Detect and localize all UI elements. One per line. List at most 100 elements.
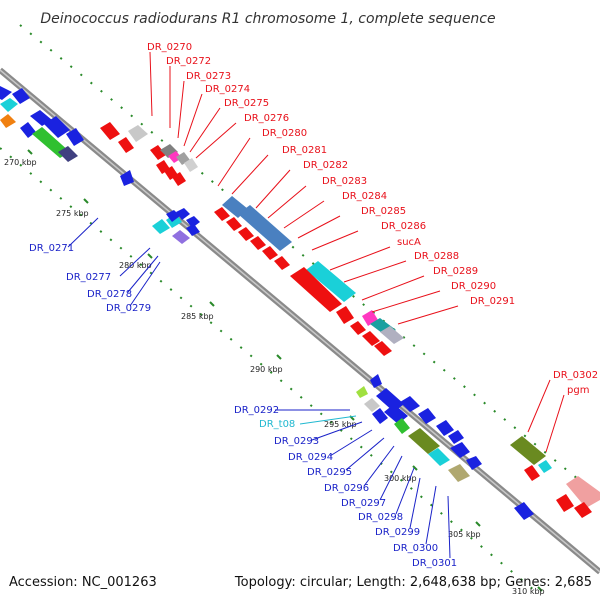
gene-label-dr-0275[interactable]: DR_0275 [224,98,269,109]
gene-label-dr-0292[interactable]: DR_0292 [234,405,279,416]
gene-feature[interactable] [418,408,436,424]
gene-feature[interactable] [58,146,78,162]
gene-feature[interactable] [350,321,366,335]
gene-feature[interactable] [566,476,600,508]
gene-label-dr-0293[interactable]: DR_0293 [274,436,319,447]
gene-feature[interactable] [376,388,404,412]
gene-feature[interactable] [0,86,12,100]
gene-feature[interactable] [186,216,200,228]
gene-feature[interactable] [408,428,440,454]
gene-feature[interactable] [262,246,278,260]
gene-label-dr-0283[interactable]: DR_0283 [322,176,367,187]
gene-dr-0270-feature[interactable] [100,122,120,140]
gene-feature[interactable] [128,125,148,142]
gene-feature[interactable] [574,502,592,518]
gene-feature[interactable] [0,114,16,128]
gene-feature[interactable] [150,145,166,160]
gene-feature[interactable] [238,227,254,241]
gene-feature[interactable] [66,128,84,146]
gene-feature[interactable] [32,127,70,158]
tick-mark [147,253,153,259]
gene-label-dr-0286[interactable]: DR_0286 [381,221,426,232]
gene-feature[interactable] [226,217,242,231]
gene-feature[interactable] [172,230,190,244]
gene-label-dr-0288[interactable]: DR_0288 [414,251,459,262]
gene-feature[interactable] [556,494,574,512]
leader-line [189,107,221,153]
gene-feature[interactable] [524,465,540,481]
gene-feature[interactable] [30,110,52,126]
gene-feature[interactable] [166,210,180,222]
gene-label-dr-0280[interactable]: DR_0280 [262,128,307,139]
gene-label-dr-t08[interactable]: DR_t08 [259,419,295,430]
gene-label-dr-0273[interactable]: DR_0273 [186,71,231,82]
gene-label-dr-0298[interactable]: DR_0298 [358,512,403,523]
gene-label-dr-0271[interactable]: DR_0271 [29,243,74,254]
gene-feature[interactable] [466,456,482,470]
gene-feature[interactable] [172,172,186,186]
gene-feature[interactable] [12,88,30,104]
gene-feature[interactable] [400,396,420,412]
gene-label-dr-0299[interactable]: DR_0299 [375,527,420,538]
gene-label-dr-0289[interactable]: DR_0289 [433,266,478,277]
gene-label-dr-0301[interactable]: DR_0301 [412,558,457,569]
gene-feature[interactable] [274,256,290,270]
gene-label-dr-0302[interactable]: DR_0302 [553,370,598,381]
gene-feature[interactable] [364,398,380,412]
leader-line [119,247,151,277]
gene-feature[interactable] [448,464,470,482]
gene-label-dr-0270[interactable]: DR_0270 [147,42,192,53]
gene-feature[interactable] [356,386,368,398]
gene-feature[interactable] [362,331,380,346]
gene-label-dr-0276[interactable]: DR_0276 [244,113,289,124]
gene-label-dr-0277[interactable]: DR_0277 [66,272,111,283]
gene-label-dr-0272[interactable]: DR_0272 [166,56,211,67]
gene-label-dr-0274[interactable]: DR_0274 [205,84,250,95]
gene-label-dr-0296[interactable]: DR_0296 [324,483,369,494]
gene-label-dr-0285[interactable]: DR_0285 [361,206,406,217]
gene-feature[interactable] [436,420,454,436]
gene-label-dr-0278[interactable]: DR_0278 [87,289,132,300]
gene-feature[interactable] [450,442,470,458]
gene-feature[interactable] [306,261,356,302]
gene-feature[interactable] [152,219,170,234]
gene-feature[interactable] [448,430,464,444]
gene-label-pgm[interactable]: pgm [567,385,589,396]
gene-feature[interactable] [538,460,552,473]
gene-label-dr-0291[interactable]: DR_0291 [470,296,515,307]
gene-label-dr-0294[interactable]: DR_0294 [288,452,333,463]
gene-feature[interactable] [20,122,36,138]
gene-feature[interactable] [0,98,18,112]
gene-feature[interactable] [186,224,200,236]
gene-label-dr-0295[interactable]: DR_0295 [307,467,352,478]
gene-label-dr-0279[interactable]: DR_0279 [106,303,151,314]
gene-feature[interactable] [370,374,382,388]
gene-label-dr-0290[interactable]: DR_0290 [451,281,496,292]
leader-line [129,261,161,307]
gene-feature[interactable] [238,205,292,251]
gene-label-suca[interactable]: sucA [397,237,421,248]
gene-feature[interactable] [120,170,134,186]
genome-summary-text: Topology: circular; Length: 2,648,638 bp… [234,575,592,590]
gene-feature[interactable] [184,158,198,172]
leader-line [361,275,425,301]
gene-label-dr-0284[interactable]: DR_0284 [342,191,387,202]
gene-feature[interactable] [394,418,410,434]
gene-feature[interactable] [514,502,534,520]
gene-feature[interactable] [44,116,70,138]
gene-feature[interactable] [336,306,354,324]
gene-feature[interactable] [176,208,190,220]
gene-label-dr-0282[interactable]: DR_0282 [303,160,348,171]
gene-feature[interactable] [374,341,392,356]
gene-feature[interactable] [250,236,266,250]
gene-feature[interactable] [118,137,134,153]
gene-feature[interactable] [214,207,230,221]
gene-feature[interactable] [428,448,450,466]
gene-label-dr-0281[interactable]: DR_0281 [282,145,327,156]
gene-feature[interactable] [510,436,546,465]
gene-feature[interactable] [380,326,404,344]
gene-feature[interactable] [290,267,342,312]
gene-label-dr-0300[interactable]: DR_0300 [393,543,438,554]
gene-feature[interactable] [372,408,388,424]
gene-label-dr-0297[interactable]: DR_0297 [341,498,386,509]
